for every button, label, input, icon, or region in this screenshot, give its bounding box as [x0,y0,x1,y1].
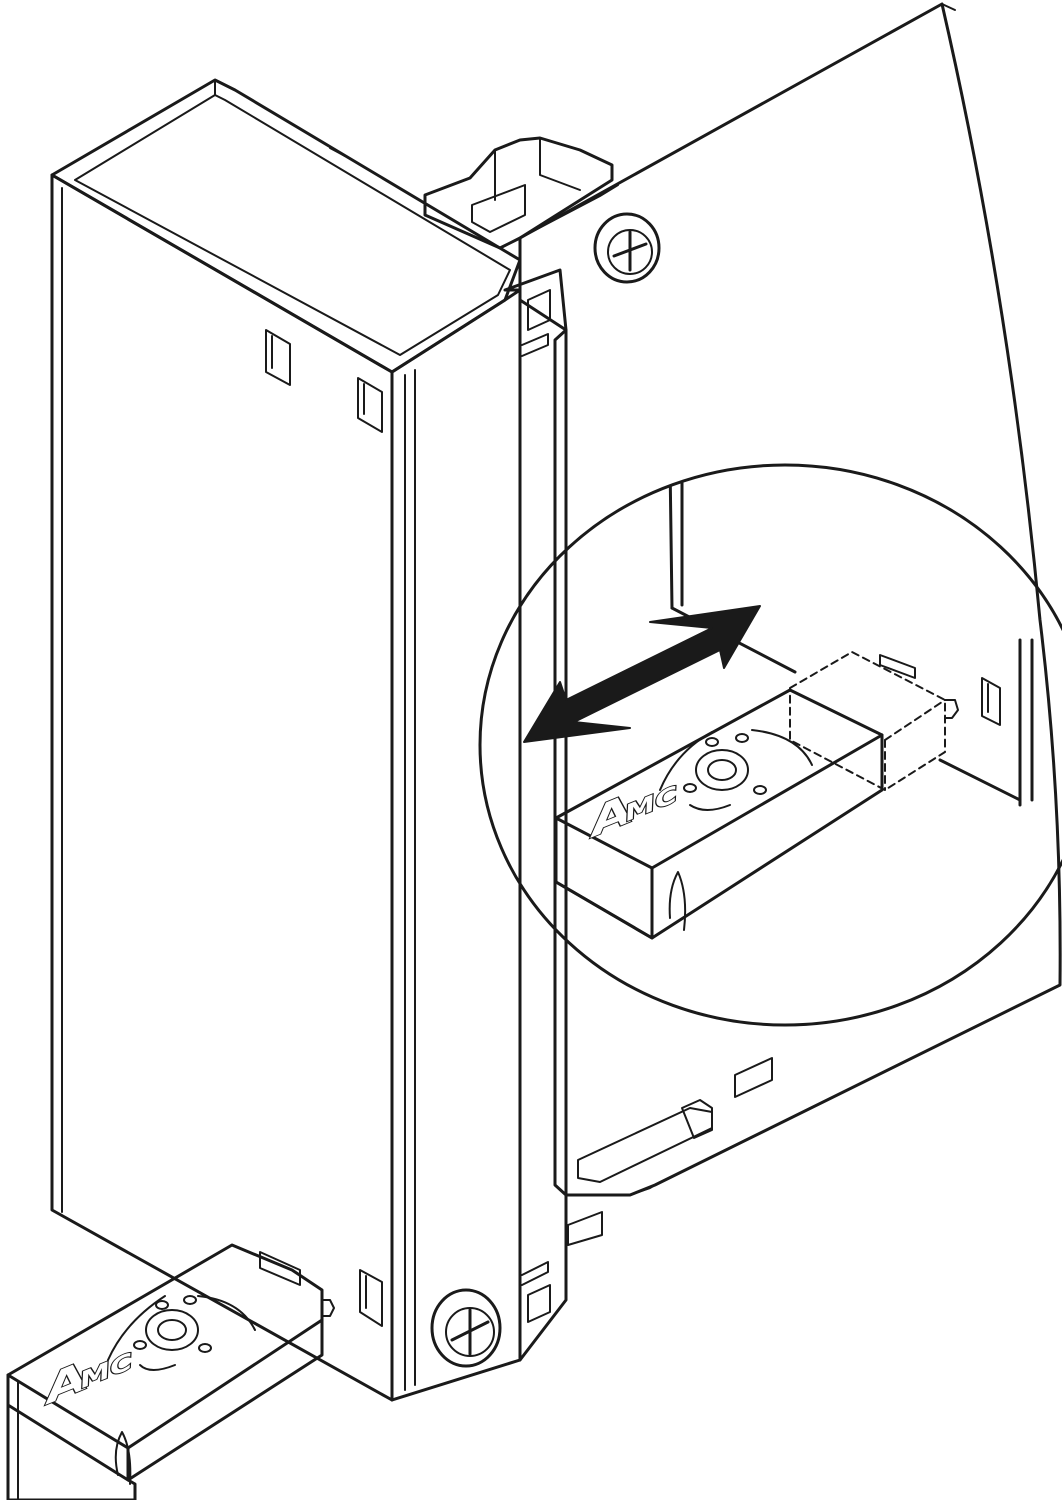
flange-slot-bottom [527,1284,551,1323]
light-pipe-ring [145,1309,199,1351]
module-side-panel [50,173,394,1402]
latch-lever [577,1107,713,1183]
screw-bottom [430,1288,502,1368]
detail-slot [981,677,1001,726]
detail-light-pipe-ring [695,749,749,791]
wall-slot-upper [734,1057,773,1098]
side-slot-1 [265,329,291,386]
detail-circle: A MC [478,463,1062,1027]
handle-bottom: A MC [6,1243,335,1500]
amc-module-body [50,78,568,1402]
side-slot-3 [359,1269,383,1327]
screw-top [593,212,661,284]
ghost-handle-position [789,651,946,791]
detail-handle-front [554,816,654,940]
slide-double-arrow [523,605,761,743]
flange-slot-top [527,289,551,331]
front-flange [503,268,568,1362]
side-slot-2 [357,377,383,433]
chassis-wall [518,2,1062,1246]
rear-connector [423,136,614,250]
